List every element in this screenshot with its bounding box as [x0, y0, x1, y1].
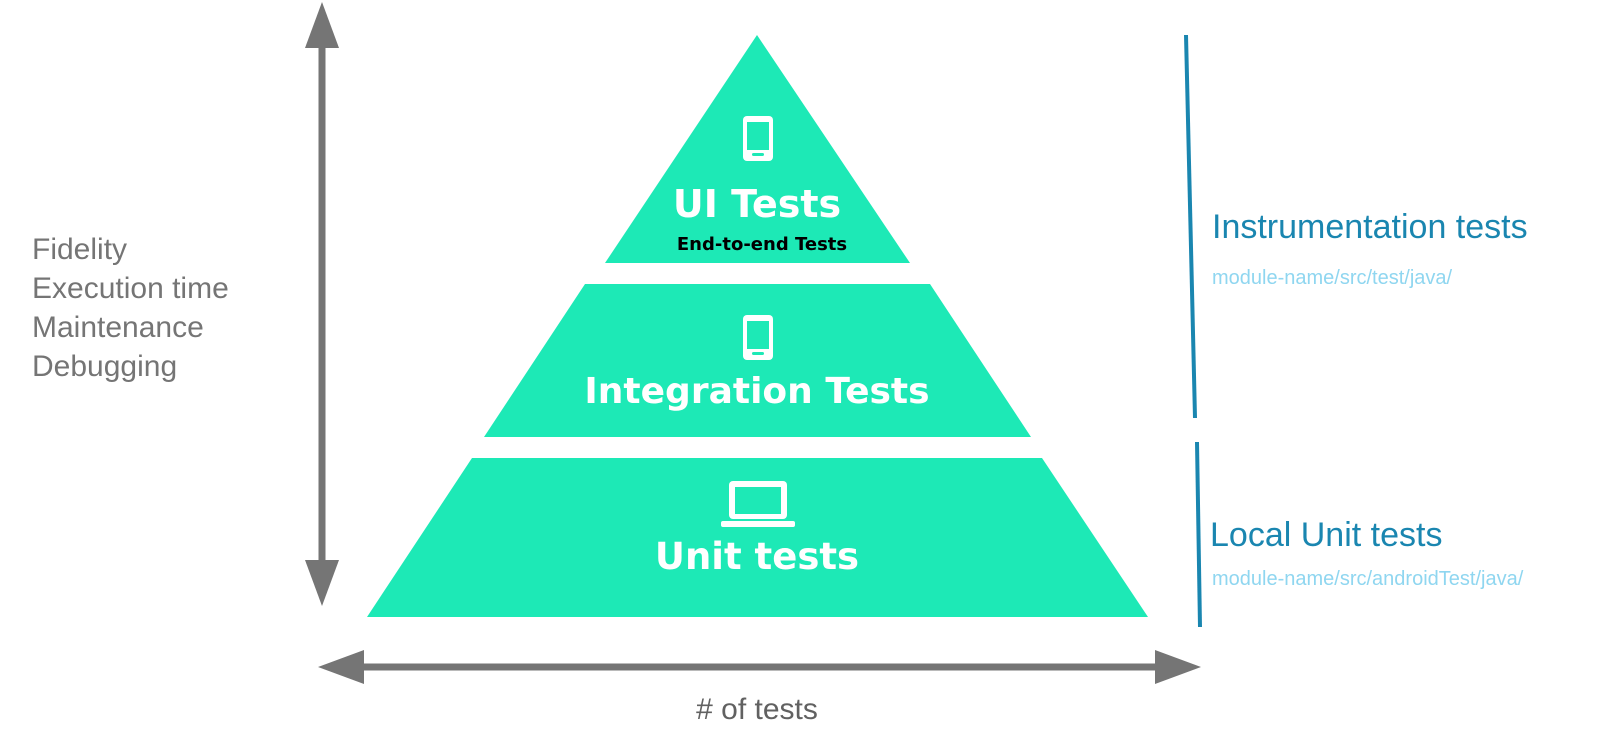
- group-local-unit-line: [1195, 441, 1202, 628]
- vertical-arrow-down-head: [305, 560, 339, 606]
- metric-label-debugging: Debugging: [32, 350, 177, 383]
- tier-ui-title: UI Tests: [673, 182, 841, 226]
- group-instrumentation-path: module-name/src/test/java/: [1212, 267, 1453, 289]
- vertical-axis-labels: Fidelity Execution time Maintenance Debu…: [32, 233, 229, 383]
- group-local-unit-title: Local Unit tests: [1210, 516, 1442, 554]
- group-instrumentation-tests: Instrumentation tests module-name/src/te…: [1184, 34, 1528, 419]
- horizontal-axis-label: # of tests: [696, 693, 818, 726]
- vertical-double-arrow: [305, 2, 339, 606]
- metric-label-maintenance: Maintenance: [32, 311, 204, 344]
- group-local-unit-path: module-name/src/androidTest/java/: [1212, 568, 1524, 590]
- pyramid: UI Tests End-to-end Tests Integration Te…: [367, 35, 1148, 617]
- horizontal-double-arrow: [318, 650, 1201, 684]
- tier-integration-tests: Integration Tests: [484, 284, 1031, 437]
- vertical-arrow-up-head: [305, 2, 339, 48]
- tier-unit-tests: Unit tests: [367, 458, 1148, 617]
- tier-ui-subtitle: End-to-end Tests: [677, 234, 847, 255]
- tier-unit-title: Unit tests: [655, 535, 859, 578]
- horizontal-arrow-right-head: [1155, 650, 1201, 684]
- phone-icon: [743, 315, 773, 360]
- horizontal-arrow-left-head: [318, 650, 364, 684]
- tier-unit-shape: [367, 458, 1148, 617]
- metric-label-execution-time: Execution time: [32, 272, 229, 305]
- metric-label-fidelity: Fidelity: [32, 233, 127, 266]
- tier-integration-shape: [484, 284, 1031, 437]
- tier-integration-title: Integration Tests: [584, 371, 929, 412]
- group-instrumentation-title: Instrumentation tests: [1212, 208, 1528, 246]
- group-local-unit-tests: Local Unit tests module-name/src/android…: [1195, 441, 1524, 628]
- laptop-icon: [721, 481, 795, 527]
- phone-icon: [743, 116, 773, 161]
- tier-ui-tests: UI Tests End-to-end Tests: [605, 35, 910, 263]
- group-instrumentation-line: [1184, 34, 1197, 419]
